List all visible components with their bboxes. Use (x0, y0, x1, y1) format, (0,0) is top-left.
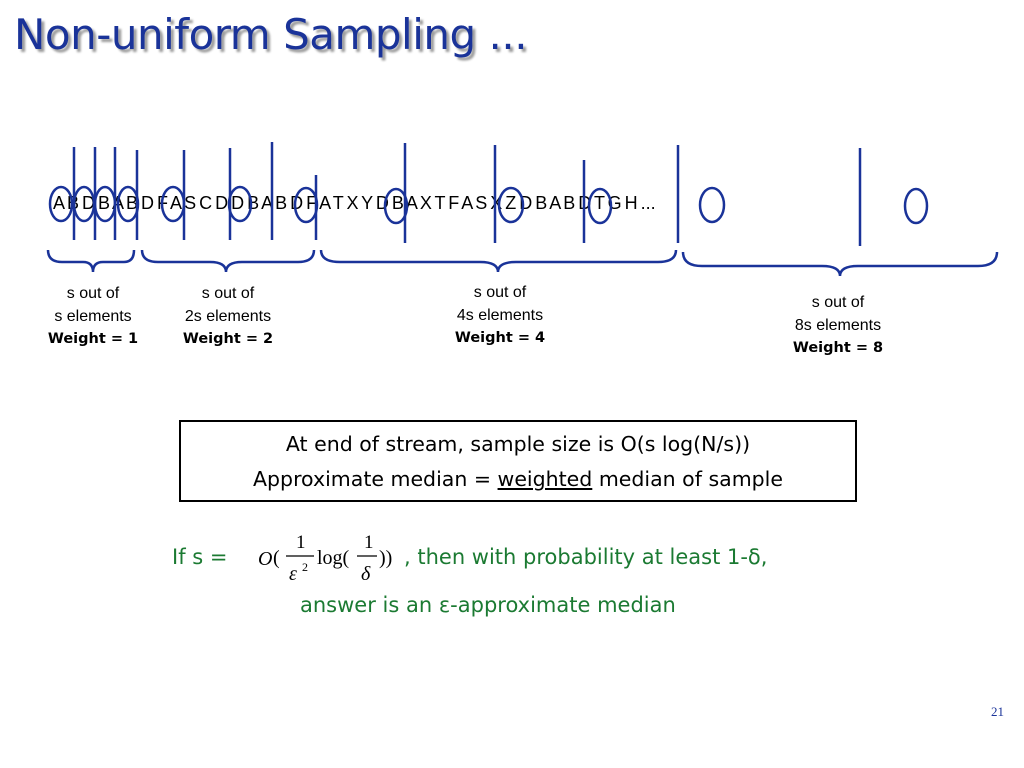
summary-line2-post: median of sample (592, 467, 783, 491)
formula-log: log( (317, 547, 350, 569)
group-brace-2 (140, 249, 316, 273)
condition-suffix: , then with probability at least 1-δ, (404, 545, 768, 569)
group-label-4: s out of 8s elements Weight = 8 (778, 291, 898, 360)
sample-circle (293, 186, 319, 224)
group-weight: Weight = 1 (47, 331, 139, 347)
group-line2: 2s elements (184, 308, 272, 325)
sample-circle (383, 187, 409, 225)
group-line2: 4s elements (456, 307, 544, 324)
group-line2: 8s elements (794, 317, 882, 334)
page-number: 21 (991, 704, 1004, 719)
formula-num2: 1 (364, 532, 374, 553)
formula-exp: 2 (302, 560, 308, 574)
slide-title: Non-uniform Sampling ... (14, 10, 528, 59)
condition-line2: answer is an ε-approximate median (300, 593, 676, 617)
sample-circle (497, 186, 525, 224)
group-weight: Weight = 2 (182, 331, 274, 347)
sample-circle (160, 185, 186, 223)
group-line1: s out of (66, 285, 120, 302)
sample-circle (93, 185, 117, 223)
formula-open: ( (273, 547, 280, 569)
group-label-3: s out of 4s elements Weight = 4 (440, 281, 560, 350)
group-label-2: s out of 2s elements Weight = 2 (168, 282, 288, 351)
group-label-1: s out of s elements Weight = 1 (34, 282, 152, 351)
formula-close: )) (379, 547, 392, 569)
sample-circle (698, 186, 726, 224)
group-line1: s out of (201, 285, 255, 302)
sample-circle (227, 185, 253, 223)
group-line2: s elements (54, 308, 132, 325)
group-line1: s out of (473, 284, 527, 301)
summary-line1: At end of stream, sample size is O(s log… (285, 432, 751, 456)
group-brace-1 (46, 249, 136, 273)
group-line1: s out of (811, 294, 865, 311)
summary-line2-pre: Approximate median = (253, 467, 498, 491)
formula-O: O (258, 548, 272, 570)
condition-prefix: If s = (172, 545, 228, 569)
formula-s: O ( 1 ε 2 log( 1 δ )) (258, 532, 392, 585)
sample-circle (116, 185, 140, 223)
group-weight: Weight = 4 (454, 330, 546, 346)
formula-num1: 1 (296, 532, 306, 553)
summary-line2: Approximate median = weighted median of … (181, 462, 855, 497)
data-stream: A B D B A B D F A S C D D B A B D F A T … (53, 193, 656, 213)
sample-circle (72, 185, 96, 223)
stream-markings (46, 142, 999, 277)
sample-circle (587, 187, 613, 225)
group-brace-3 (319, 249, 678, 273)
summary-box: At end of stream, sample size is O(s log… (179, 420, 857, 502)
group-weight: Weight = 8 (792, 340, 884, 356)
summary-emphasis: weighted (497, 467, 593, 491)
formula-den2: δ (361, 563, 371, 585)
sample-circle (48, 185, 74, 223)
group-brace-4 (681, 251, 999, 277)
sample-circle (903, 187, 929, 225)
formula-den1: ε (289, 563, 297, 585)
